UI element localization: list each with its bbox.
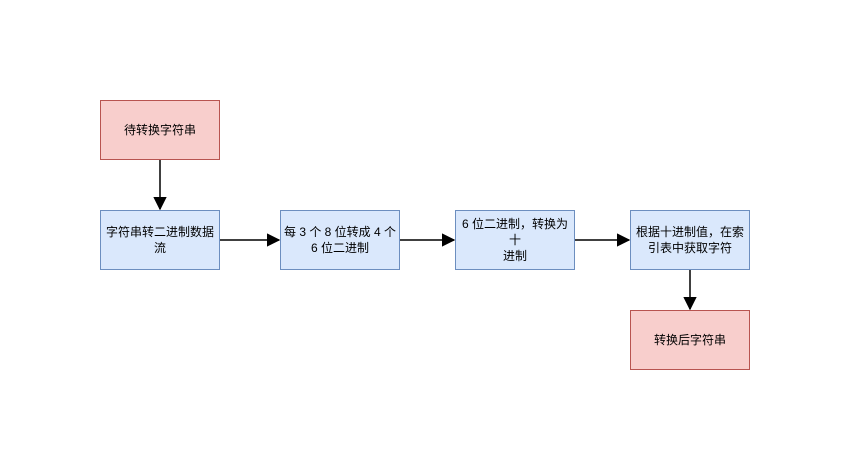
node-index-table-lookup: 根据十进制值，在索 引表中获取字符: [630, 210, 750, 270]
node-binary-to-decimal: 6 位二进制，转换为十 进制: [455, 210, 575, 270]
node-bits-grouping: 每 3 个 8 位转成 4 个 6 位二进制: [280, 210, 400, 270]
node-result-string: 转换后字符串: [630, 310, 750, 370]
node-string-to-binary-label: 字符串转二进制数据 流: [105, 225, 214, 255]
node-binary-to-decimal-label: 6 位二进制，转换为十 进制: [461, 217, 568, 263]
node-index-table-lookup-label: 根据十进制值，在索 引表中获取字符: [635, 225, 744, 255]
node-bits-grouping-label: 每 3 个 8 位转成 4 个 6 位二进制: [283, 225, 397, 255]
node-result-string-label: 转换后字符串: [653, 333, 726, 347]
node-source-string-label: 待转换字符串: [123, 123, 196, 137]
node-string-to-binary: 字符串转二进制数据 流: [100, 210, 220, 270]
node-source-string: 待转换字符串: [100, 100, 220, 160]
